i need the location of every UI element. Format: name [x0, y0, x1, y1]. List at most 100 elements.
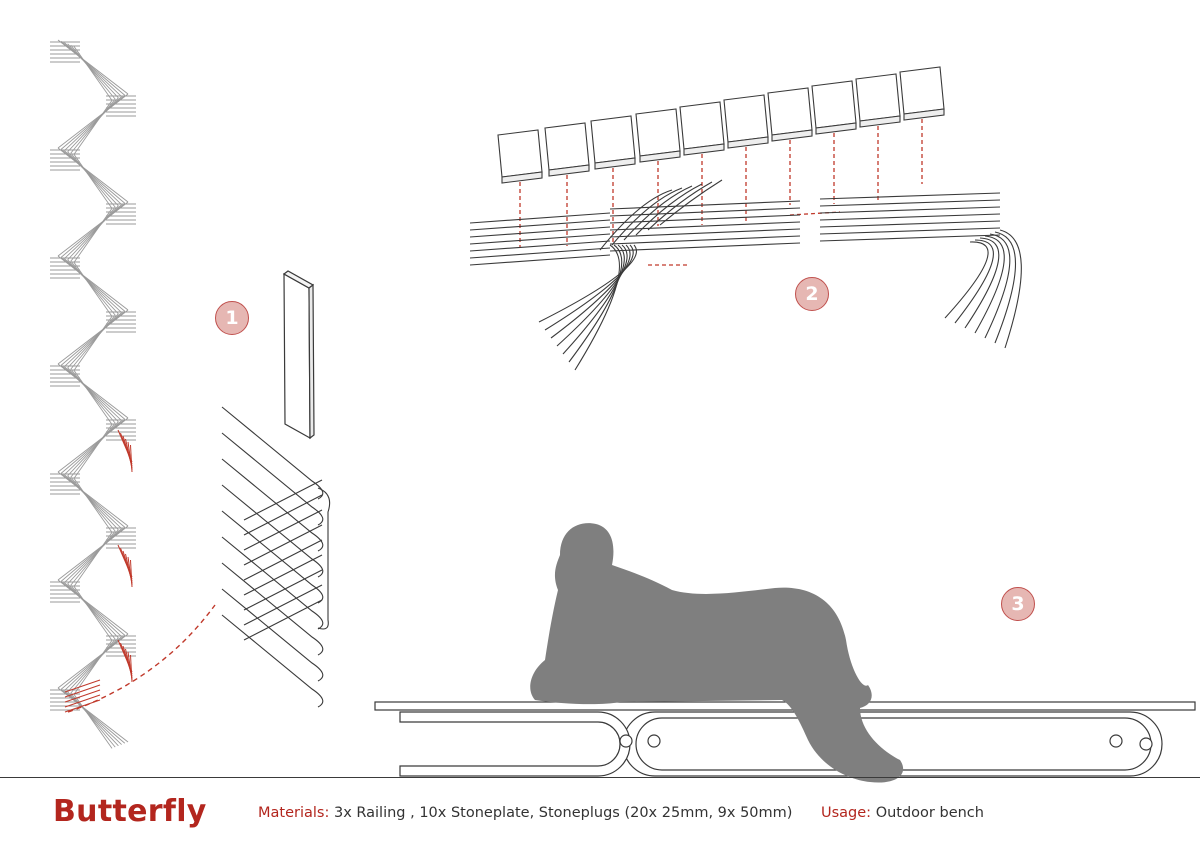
reclining-person-silhouette	[530, 523, 904, 783]
usage-info: Usage: Outdoor bench	[821, 805, 984, 821]
stone-plate-edge	[903, 108, 945, 121]
step-1-stone-plate	[282, 270, 315, 440]
leg-tube	[994, 231, 1017, 344]
frame-tube	[819, 213, 1001, 221]
rail-tube	[221, 562, 324, 656]
zigzag-tube	[73, 532, 113, 587]
rail-tube	[221, 536, 324, 630]
frame-tube	[469, 247, 611, 259]
curve-tube	[647, 181, 713, 231]
rail-crosstube	[243, 569, 323, 611]
zigzag-tube	[60, 418, 126, 474]
frame-tube	[609, 221, 801, 231]
zigzag-tube	[73, 262, 113, 317]
zigzag-tube	[70, 584, 116, 640]
rail-tube	[221, 458, 324, 552]
zigzag-tube	[64, 96, 122, 151]
zigzag-tube	[60, 310, 126, 366]
zigzag-selected-tube	[130, 444, 133, 473]
zigzag-tube	[73, 316, 113, 371]
stone-plate-edge	[501, 171, 543, 184]
zigzag-tube	[73, 478, 113, 533]
zigzag-tube	[57, 309, 129, 365]
zigzag-tube	[64, 636, 122, 691]
zigzag-selected-tube	[130, 654, 133, 683]
zigzag-tube	[64, 528, 122, 583]
zigzag-selected-bar	[64, 684, 101, 698]
zigzag-tube	[64, 420, 122, 475]
rail-crosstube	[243, 494, 323, 536]
step-2-stone-plates	[497, 66, 945, 184]
stone-plate-edge	[815, 122, 857, 135]
zigzag-tube	[57, 147, 129, 203]
usage-value: Outdoor bench	[875, 805, 984, 821]
zigzag-tube	[57, 93, 129, 149]
plug-guide	[789, 211, 841, 216]
zigzag-tube	[73, 640, 113, 695]
zigzag-tube	[64, 582, 122, 637]
railing-selected-segments	[64, 429, 133, 713]
zigzag-tube	[67, 205, 119, 261]
zigzag-tube	[70, 422, 116, 478]
zigzag-tube	[67, 43, 119, 99]
leg-tube	[984, 233, 1011, 339]
zigzag-tube	[67, 151, 119, 207]
zigzag-tube	[70, 692, 116, 748]
zigzag-tube	[64, 312, 122, 367]
frame-tube	[469, 254, 611, 266]
zigzag-tube	[64, 258, 122, 313]
frame-tube	[609, 235, 801, 245]
zigzag-selected-bar	[64, 689, 101, 703]
zigzag-tube	[60, 634, 126, 690]
caption-bar: Butterfly Materials: 3x Railing , 10x St…	[0, 790, 1200, 840]
zigzag-tube	[67, 421, 119, 477]
usage-label: Usage:	[821, 805, 872, 821]
rail-end-loop	[317, 487, 331, 630]
zigzag-tube	[60, 580, 126, 636]
frame-tube	[469, 233, 611, 245]
zigzag-tube	[70, 368, 116, 424]
zigzag-tube	[57, 363, 129, 419]
leg-tube	[964, 237, 1000, 329]
frame-tube	[819, 199, 1001, 207]
step-3-badge: 3	[1001, 587, 1035, 621]
leg-tube	[574, 244, 621, 371]
rail-crosstube	[243, 509, 323, 551]
leg-tube	[974, 235, 1005, 334]
stone-plate	[497, 129, 543, 178]
zigzag-tube	[60, 472, 126, 528]
zigzag-tube	[73, 370, 113, 425]
zigzag-tube	[67, 313, 119, 369]
rail-crosstube	[243, 524, 323, 566]
zigzag-tube	[73, 100, 113, 155]
frame-tube	[469, 212, 611, 224]
curve-tube	[623, 185, 693, 241]
project-title: Butterfly	[53, 794, 207, 829]
ground-line	[0, 777, 1200, 778]
leg-tube	[556, 244, 628, 347]
stone-plate	[590, 115, 636, 164]
rail-crosstube	[243, 539, 323, 581]
step-1-railing-module	[221, 406, 331, 708]
zigzag-tube	[60, 256, 126, 312]
zigzag-tube	[70, 314, 116, 370]
zigzag-tube	[64, 474, 122, 529]
zigzag-tube	[73, 586, 113, 641]
zigzag-tube	[60, 148, 126, 204]
stone-plate-edge	[683, 143, 725, 156]
zigzag-tube	[73, 154, 113, 209]
frame-tube	[819, 220, 1001, 228]
stone-plate	[679, 101, 725, 150]
leg-tube	[550, 244, 631, 339]
stone-plate	[544, 122, 590, 171]
stone-plate	[811, 80, 857, 129]
stone-plate-edge	[594, 157, 636, 170]
zigzag-tube	[57, 471, 129, 527]
zigzag-tube	[60, 94, 126, 150]
frame-tube	[609, 228, 801, 238]
frame-tube	[819, 206, 1001, 214]
stone-plate-edge	[771, 129, 813, 142]
step-2-plug-guides	[519, 119, 923, 266]
zigzag-tube	[67, 691, 119, 747]
frame-tube	[609, 200, 801, 210]
